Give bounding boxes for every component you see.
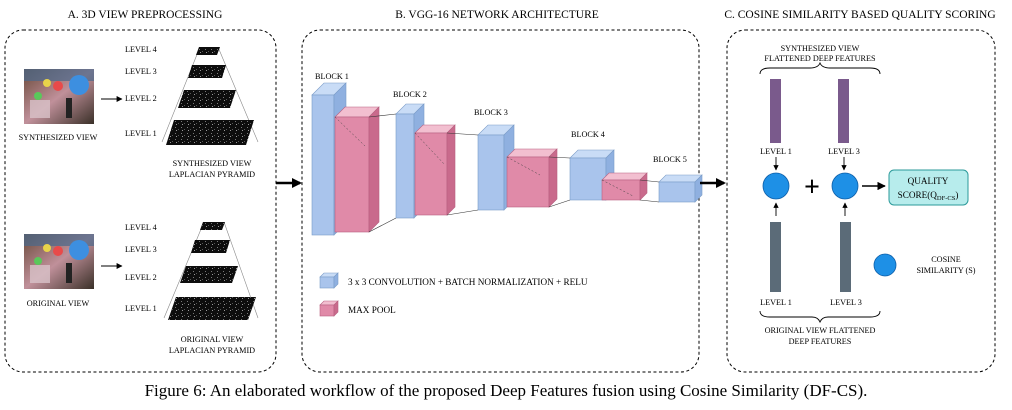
synth-pyramid-caption-line-1: SYNTHESIZED VIEW bbox=[173, 159, 252, 168]
synth-pyramid-level-1 bbox=[166, 120, 254, 145]
top-level-3-label: LEVEL 3 bbox=[828, 147, 860, 156]
orig-pyramid-caption-line-2: LAPLACIAN PYRAMID bbox=[169, 346, 255, 355]
orig-pyramid-level-3 bbox=[191, 240, 230, 253]
block-connector-line bbox=[446, 209, 479, 216]
section-c-title: C. COSINE SIMILARITY BASED QUALITY SCORI… bbox=[724, 9, 995, 21]
orig-features-label-2: DEEP FEATURES bbox=[789, 337, 852, 346]
block-5-conv-layer bbox=[658, 174, 703, 203]
synthesized-view-thumbnail bbox=[24, 69, 94, 124]
block-connector-line bbox=[639, 199, 660, 203]
cosine-similarity-circle-level-3 bbox=[831, 172, 859, 200]
orig-level-3-feature-bar bbox=[840, 222, 851, 292]
original-view-label: ORIGINAL VIEW bbox=[27, 299, 90, 308]
synth-level-2-label: LEVEL 2 bbox=[125, 94, 157, 103]
quality-score-line-1: QUALITY bbox=[908, 176, 949, 186]
synthesized-view-label: SYNTHESIZED VIEW bbox=[19, 133, 98, 142]
orig-pyramid-level-2 bbox=[180, 266, 238, 283]
block-connector-line bbox=[368, 217, 397, 233]
pool-projection-line bbox=[414, 132, 446, 166]
section-b-title: B. VGG-16 NETWORK ARCHITECTURE bbox=[395, 9, 599, 21]
synth-level-4-label: LEVEL 4 bbox=[125, 45, 157, 54]
block-3-maxpool-layer bbox=[506, 148, 558, 208]
synth-features-label-2: FLATTENED DEEP FEATURES bbox=[764, 54, 876, 63]
quality-score-box: QUALITY SCORE(QDF-CS) bbox=[888, 169, 969, 206]
legend-pool-text: MAX POOL bbox=[348, 305, 396, 315]
section-c-frame bbox=[726, 29, 996, 373]
synth-level-3-label: LEVEL 3 bbox=[125, 67, 157, 76]
cosine-legend-line-2: SIMILARITY (S) bbox=[916, 266, 975, 275]
block-connector-line bbox=[446, 132, 479, 136]
orig-level-1-label: LEVEL 1 bbox=[125, 304, 157, 313]
bottom-level-1-label: LEVEL 1 bbox=[760, 298, 792, 307]
section-a-title: A. 3D VIEW PREPROCESSING bbox=[68, 9, 223, 21]
section-b-frame bbox=[301, 29, 700, 373]
orig-pyramid-level-4 bbox=[200, 222, 225, 230]
synthesized-laplacian-pyramid bbox=[161, 46, 259, 145]
synth-features-label-1: SYNTHESIZED VIEW bbox=[781, 44, 860, 53]
synth-features-brace bbox=[759, 61, 881, 75]
block-4-label: BLOCK 4 bbox=[571, 130, 605, 139]
legend-conv-swatch bbox=[319, 272, 339, 289]
workflow-figure: A. 3D VIEW PREPROCESSING SYNTHESIZED VIE… bbox=[4, 9, 996, 373]
block-3-label: BLOCK 3 bbox=[474, 108, 508, 117]
figure-caption: Figure 6: An elaborated workflow of the … bbox=[144, 381, 868, 400]
cosine-legend-circle bbox=[873, 253, 897, 277]
block-1-label: BLOCK 1 bbox=[315, 72, 349, 81]
section-c: C. COSINE SIMILARITY BASED QUALITY SCORI… bbox=[724, 9, 996, 373]
synth-pyramid-level-3 bbox=[188, 65, 226, 78]
section-a: A. 3D VIEW PREPROCESSING SYNTHESIZED VIE… bbox=[4, 9, 277, 373]
block-connector-line bbox=[368, 113, 397, 118]
synth-level-1-label: LEVEL 1 bbox=[125, 129, 157, 138]
plus-sign: + bbox=[804, 172, 820, 203]
vgg16-blocks bbox=[311, 82, 703, 236]
orig-pyramid-level-1 bbox=[168, 297, 256, 320]
legend-conv-text: 3 x 3 CONVOLUTION + BATCH NORMALIZATION … bbox=[348, 277, 588, 287]
orig-level-1-feature-bar bbox=[770, 222, 781, 292]
block-1-maxpool-layer bbox=[334, 106, 380, 233]
orig-pyramid-caption-line-1: ORIGINAL VIEW bbox=[181, 335, 244, 344]
original-view-thumbnail bbox=[24, 234, 94, 289]
orig-level-3-label: LEVEL 3 bbox=[125, 245, 157, 254]
synth-pyramid-caption-line-2: LAPLACIAN PYRAMID bbox=[169, 170, 255, 179]
orig-features-label-1: ORIGINAL VIEW FLATTENED bbox=[765, 326, 876, 335]
orig-level-2-label: LEVEL 2 bbox=[125, 273, 157, 282]
top-level-1-label: LEVEL 1 bbox=[760, 147, 792, 156]
block-5-label: BLOCK 5 bbox=[653, 155, 687, 164]
orig-level-4-label: LEVEL 4 bbox=[125, 223, 157, 232]
block-connector-line bbox=[548, 156, 571, 159]
cosine-legend-line-1: COSINE bbox=[931, 255, 961, 264]
original-laplacian-pyramid bbox=[163, 221, 259, 320]
section-a-frame bbox=[4, 29, 277, 373]
block-2-label: BLOCK 2 bbox=[393, 90, 427, 99]
synth-level-1-feature-bar bbox=[770, 79, 781, 143]
synth-pyramid-level-4 bbox=[196, 47, 220, 55]
synth-level-3-feature-bar bbox=[838, 79, 849, 143]
section-b: B. VGG-16 NETWORK ARCHITECTURE BLOCK 1 B… bbox=[301, 9, 703, 373]
block-2-maxpool-layer bbox=[414, 124, 456, 216]
pool-projection-line bbox=[334, 116, 366, 147]
pool-projection-line bbox=[601, 179, 634, 197]
block-4-maxpool-layer bbox=[601, 172, 648, 201]
legend-pool-swatch bbox=[319, 300, 339, 317]
quality-score-line-2: SCORE(QDF-CS) bbox=[898, 190, 959, 202]
block-connector-line bbox=[639, 179, 660, 183]
synth-pyramid-level-2 bbox=[178, 90, 236, 108]
bottom-level-3-label: LEVEL 3 bbox=[830, 298, 862, 307]
orig-features-brace bbox=[759, 310, 881, 324]
block-connector-line bbox=[548, 199, 571, 208]
cosine-similarity-circle-level-1 bbox=[762, 172, 790, 200]
